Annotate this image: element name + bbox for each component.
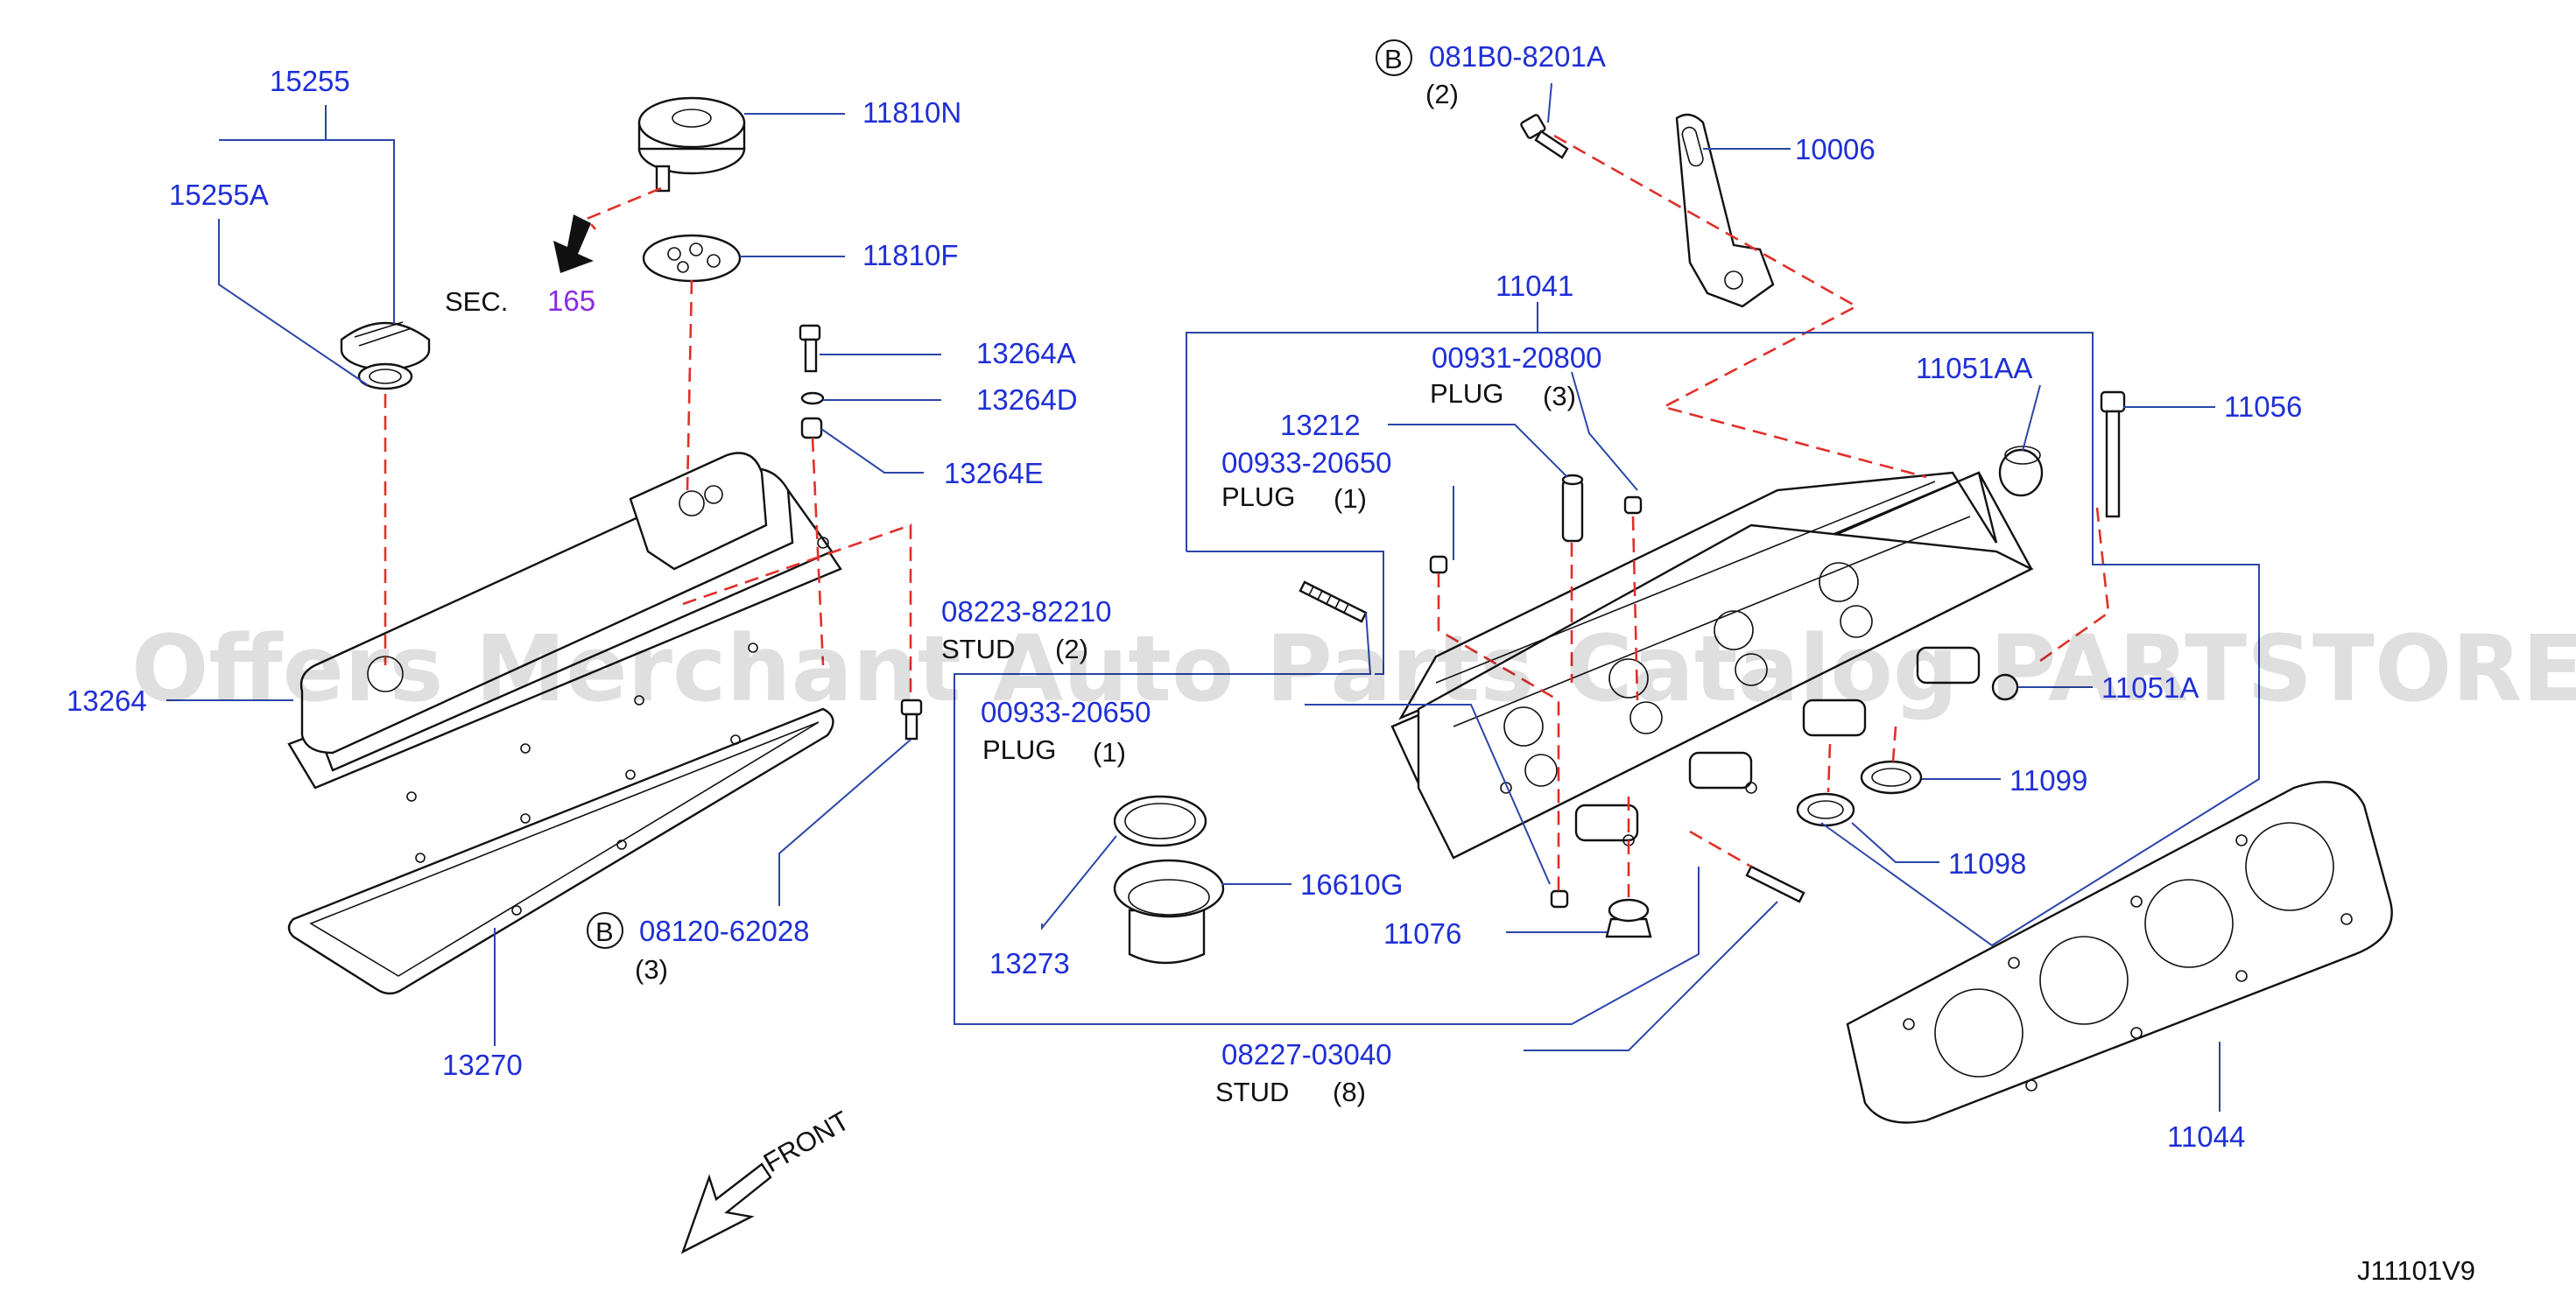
watermark: Offers Merchant Auto Parts Catalog PARTS… <box>131 615 2576 722</box>
plug-11076-drawing <box>1550 889 1652 938</box>
label-13264D[interactable]: 13264D <box>976 383 1078 416</box>
qty-08120: (3) <box>635 954 668 985</box>
callout-symbol: B <box>1384 44 1403 74</box>
label-00931-20800[interactable]: 00931-20800 <box>1432 341 1602 374</box>
desc-00931: PLUG <box>1430 378 1503 409</box>
label-13264E[interactable]: 13264E <box>944 457 1044 489</box>
bracket-bolt-drawing <box>1520 114 1569 159</box>
assembly-lines <box>384 134 2110 897</box>
desc-00933-lower: PLUG <box>982 734 1056 765</box>
valve-guide-drawing <box>1561 474 1584 543</box>
label-10006[interactable]: 10006 <box>1795 133 1876 165</box>
label-00933-20650-lower[interactable]: 00933-20650 <box>981 696 1151 728</box>
stud-08227-drawing <box>1745 865 1805 903</box>
label-11041[interactable]: 11041 <box>1496 270 1573 302</box>
label-08227-03040[interactable]: 08227-03040 <box>1221 1038 1392 1071</box>
label-11076[interactable]: 11076 <box>1383 917 1461 950</box>
label-00933-20650-upper[interactable]: 00933-20650 <box>1221 446 1392 479</box>
label-11810F[interactable]: 11810F <box>862 239 958 271</box>
part-labels: 15255 15255A SEC. 165 11810N 11810F 1326… <box>67 39 2302 1153</box>
stud-drawing <box>1299 580 1368 623</box>
callout-symbol: B <box>595 916 614 947</box>
qty-081B0: (2) <box>1425 79 1459 109</box>
label-13212[interactable]: 13212 <box>1280 409 1361 441</box>
label-081B0-8201A[interactable]: 081B0-8201A <box>1429 40 1606 73</box>
label-16610G[interactable]: 16610G <box>1300 868 1403 901</box>
callout-b-081B0: B <box>1376 39 1412 76</box>
cover-bolt-drawing <box>799 324 825 439</box>
plug-small-drawings <box>1429 495 1643 574</box>
cylinder-head-drawing <box>1390 471 2034 860</box>
breather-gasket-drawing <box>642 234 742 283</box>
breather-valve-drawing <box>637 96 746 193</box>
desc-08223: STUD <box>941 634 1015 664</box>
section-ref-link[interactable]: 165 <box>547 284 595 317</box>
head-gasket-drawing <box>1846 781 2393 1124</box>
qty-00933-upper: (1) <box>1334 483 1367 514</box>
label-11051AA[interactable]: 11051AA <box>1916 352 2032 384</box>
qty-08223: (2) <box>1055 634 1088 664</box>
seal-11098-drawing <box>1796 792 1855 827</box>
leader-lines <box>166 82 2260 1112</box>
desc-00933-upper: PLUG <box>1221 481 1295 512</box>
seal-11099-drawing <box>1860 760 1923 795</box>
plug-11051A-drawing <box>1991 673 2019 701</box>
label-11098[interactable]: 11098 <box>1948 847 2026 880</box>
qty-00933-lower: (1) <box>1093 737 1126 768</box>
label-13264[interactable]: 13264 <box>67 685 147 717</box>
cover-gasket-drawing <box>287 707 834 995</box>
label-11044[interactable]: 11044 <box>2167 1120 2245 1153</box>
callout-b-08120: B <box>587 912 623 949</box>
front-arrow-icon: FRONT <box>680 1105 855 1254</box>
label-08120-62028[interactable]: 08120-62028 <box>639 915 810 947</box>
expansion-plug-drawing <box>1998 446 2044 497</box>
qty-08227: (8) <box>1333 1077 1366 1107</box>
label-13264A[interactable]: 13264A <box>976 337 1076 369</box>
label-11056[interactable]: 11056 <box>2224 390 2302 423</box>
oil-seal-drawing <box>1113 795 1207 847</box>
oil-filler-cap-drawing <box>340 321 431 390</box>
label-11051A[interactable]: 11051A <box>2101 671 2199 704</box>
label-13273[interactable]: 13273 <box>989 947 1070 980</box>
label-11810N[interactable]: 11810N <box>862 96 961 129</box>
desc-08227: STUD <box>1215 1077 1289 1107</box>
label-11099[interactable]: 11099 <box>2009 764 2087 797</box>
qty-00931: (3) <box>1543 381 1576 411</box>
label-15255A[interactable]: 15255A <box>169 179 269 211</box>
diagram-code: J11101V9 <box>2357 1255 2475 1286</box>
head-bolt-drawing <box>2100 390 2126 518</box>
label-13270[interactable]: 13270 <box>442 1049 523 1081</box>
rocker-cover-drawing <box>287 452 842 802</box>
section-prefix: SEC. <box>445 286 508 317</box>
front-label: FRONT <box>758 1105 855 1178</box>
label-15255[interactable]: 15255 <box>270 65 350 97</box>
engine-bracket-drawing <box>1675 113 1775 308</box>
label-08223-82210[interactable]: 08223-82210 <box>941 595 1112 628</box>
section-arrow-icon <box>553 214 594 273</box>
injector-cap-drawing <box>1113 859 1225 965</box>
